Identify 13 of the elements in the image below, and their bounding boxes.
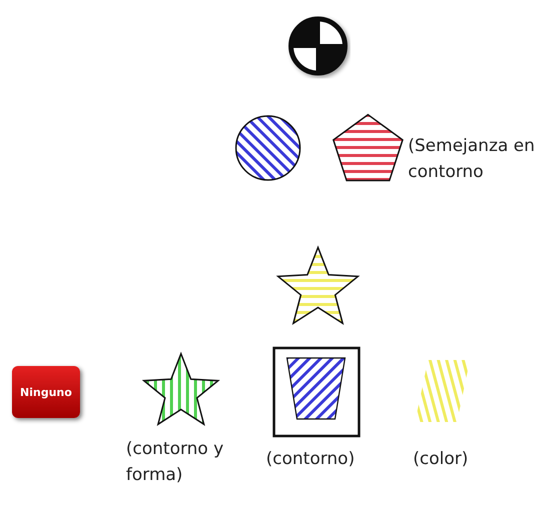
hatched-star (275, 247, 361, 327)
hatched-parallelogram (415, 360, 470, 422)
hatched-circle (235, 115, 301, 181)
status-badge: Ninguno (12, 366, 80, 418)
square-frame (273, 347, 360, 437)
caption-text: (color) (413, 448, 470, 471)
hatched-trapezoid (286, 357, 346, 420)
caption-text: (Semejanza en contorno (408, 135, 536, 184)
hatched-star (141, 353, 221, 428)
caption-text: (contorno y forma) (126, 438, 225, 487)
hatched-pentagon (330, 114, 406, 184)
caption-text: (contorno) (266, 448, 356, 471)
crosshair-icon (288, 16, 348, 76)
